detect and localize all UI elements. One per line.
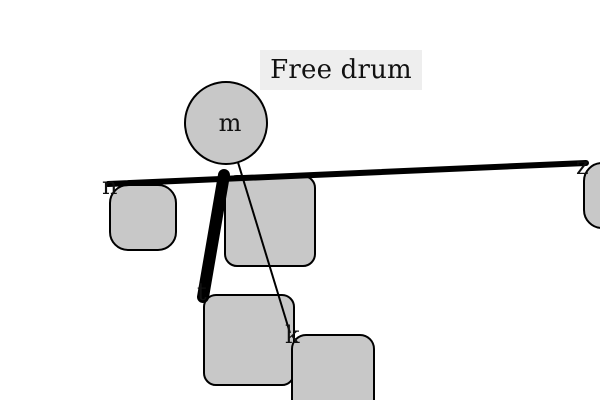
beam-bar <box>105 160 589 187</box>
right-endpoint-label: z <box>576 152 589 180</box>
diagram-title: Free drum <box>270 55 412 85</box>
pendulum-end-label: k <box>285 321 300 349</box>
lower-block <box>203 294 295 386</box>
thick-link <box>197 169 230 303</box>
left-endpoint-label: n <box>102 172 117 200</box>
mass-circle <box>184 81 268 165</box>
right-edge-block <box>583 162 600 229</box>
bottom-right-block <box>291 334 375 400</box>
lower-pivot-label: t <box>197 278 207 306</box>
center-block <box>224 175 316 267</box>
left-block <box>109 184 177 251</box>
title-box: Free drum <box>260 50 422 90</box>
mass-label: m <box>219 109 242 137</box>
